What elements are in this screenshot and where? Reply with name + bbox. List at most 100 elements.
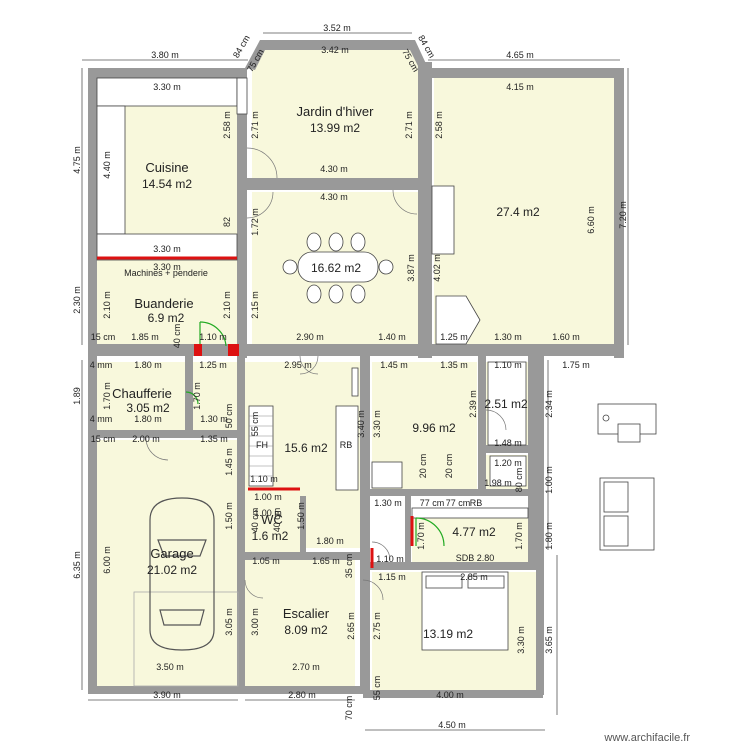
- dim-label: 2.80 m: [288, 690, 316, 700]
- dim-label: 2.10 m: [102, 291, 112, 319]
- dim-label: 1.45 m: [380, 360, 408, 370]
- dim-label: 1.72 m: [250, 208, 260, 236]
- label-sdb: SDB 2.80: [456, 553, 495, 563]
- dim-label: 15 cm: [91, 434, 116, 444]
- dim-label: 3.30 m: [153, 244, 181, 254]
- dim-label: 2.65 m: [346, 612, 356, 640]
- dim-label: 1.35 m: [440, 360, 468, 370]
- stairs: [249, 415, 273, 477]
- room-area-cuisine: 14.54 m2: [142, 177, 192, 191]
- dining-table: [282, 232, 394, 304]
- dim-label: 1.30 m: [374, 498, 402, 508]
- dim-label: 1.80 m: [544, 522, 554, 550]
- dim-label: 1.70 m: [192, 382, 202, 410]
- dim-label: 4.40 m: [102, 151, 112, 179]
- dim-label: 4.02 m: [432, 254, 442, 282]
- dim-label: 1.80 m: [134, 360, 162, 370]
- room-area-sdb: 2.51 m2: [484, 397, 528, 411]
- dim-label: 40 cm: [172, 324, 182, 349]
- dim-label: 15 cm: [91, 332, 116, 342]
- dim-label: 3.50 m: [156, 662, 184, 672]
- dim-label: 2.58 m: [434, 111, 444, 139]
- doors: [145, 147, 507, 601]
- dim-label: 1.00 m: [544, 466, 554, 494]
- dim-label: 1.30 m: [200, 414, 228, 424]
- dim-label: 1.10 m: [199, 332, 227, 342]
- dim-label: 4.75 m: [72, 146, 82, 174]
- furniture-legend: [597, 403, 657, 551]
- room-name-machines: Machines + penderie: [124, 268, 208, 278]
- dim-label: 3.05 m: [224, 608, 234, 636]
- dim-label: 1.45 m: [224, 448, 234, 476]
- dim-label: 1.50 m: [296, 502, 306, 530]
- dim-label: 1.98 m: [484, 478, 512, 488]
- room-area-escalier: 8.09 m2: [284, 623, 328, 637]
- label-rb2: RB: [470, 498, 483, 508]
- dim-label: 6.60 m: [586, 206, 596, 234]
- dim-label: 1.70 m: [514, 522, 524, 550]
- dim-label: 2.34 m: [544, 390, 554, 418]
- dim-label: 4.50 m: [438, 720, 466, 730]
- dim-label: 3.00 m: [250, 608, 260, 636]
- dim-label: 2.58 m: [222, 111, 232, 139]
- dim-label: 77 cm: [446, 498, 471, 508]
- dim-label: 3.30 m: [153, 262, 181, 272]
- room-area-wc: 1.6 m2: [252, 529, 289, 543]
- dim-label: 1.70 m: [102, 382, 112, 410]
- dim-label: 4 mm: [90, 360, 113, 370]
- walls: [88, 40, 624, 698]
- dim-label: 1.75 m: [562, 360, 590, 370]
- dim-label: 55 cm: [372, 676, 382, 701]
- dim-label: 1.48 m: [494, 438, 522, 448]
- dim-label: 1.00 m: [254, 492, 282, 502]
- dim-label: 2.30 m: [72, 286, 82, 314]
- dim-label: 2.95 m: [284, 360, 312, 370]
- room-area-bureau: 9.96 m2: [412, 421, 456, 435]
- dim-label: 3.87 m: [406, 254, 416, 282]
- dim-label: 1.05 m: [252, 556, 280, 566]
- green-doors: [185, 321, 445, 547]
- room-name-buanderie: Buanderie: [134, 296, 193, 311]
- dim-label: 77 cm: [420, 498, 445, 508]
- room-area-douche: 4.77 m2: [452, 525, 496, 539]
- dim-label: 20 cm: [418, 454, 428, 479]
- dim-label: 4.00 m: [436, 690, 464, 700]
- room-name-escalier: Escalier: [283, 606, 330, 621]
- dim-label: 3.30 m: [153, 82, 181, 92]
- dim-label: 4.30 m: [320, 164, 348, 174]
- dim-label: 4 mm: [90, 414, 113, 424]
- room-area-chambre: 13.19 m2: [423, 627, 473, 641]
- dim-label: 3.40 m: [356, 410, 366, 438]
- room-labels: Cuisine 14.54 m2 Jardin d'hiver 13.99 m2…: [112, 104, 540, 641]
- red-marker-block: [228, 344, 239, 356]
- dim-label: 2.71 m: [250, 111, 260, 139]
- dim-label: 3.42 m: [321, 45, 349, 55]
- dim-label: 1.80 m: [316, 536, 344, 546]
- room-area-chaufferie: 3.05 m2: [126, 401, 170, 415]
- dim-label: 2.90 m: [296, 332, 324, 342]
- dim-label: 70 cm: [344, 696, 354, 721]
- room-name-cuisine: Cuisine: [145, 160, 188, 175]
- label-fh: FH: [256, 440, 268, 450]
- dim-label: 2.15 m: [250, 291, 260, 319]
- dimension-labels-v: 4.75 m 4.40 m 2.58 m 2.71 m 2.71 m 2.58 …: [72, 111, 628, 720]
- dim-label: 82: [222, 217, 232, 227]
- dim-label: 1.00 m: [254, 508, 282, 518]
- room-name-chaufferie: Chaufferie: [112, 386, 172, 401]
- room-area-salle: 16.62 m2: [311, 261, 361, 275]
- dim-label: 3.80 m: [151, 50, 179, 60]
- dim-label: 2.85 m: [460, 572, 488, 582]
- dim-label: 3.90 m: [153, 690, 181, 700]
- dim-label: 1.10 m: [376, 554, 404, 564]
- car-icon: [149, 497, 215, 651]
- dim-label: 1.30 m: [494, 332, 522, 342]
- dim-label: 4.30 m: [320, 192, 348, 202]
- dim-label: 55 cm: [250, 412, 260, 437]
- credit-text: www.archifacile.fr: [604, 732, 690, 744]
- label-rb1: RB: [340, 440, 353, 450]
- dim-label: 2.75 m: [372, 612, 382, 640]
- dim-label: 40 cm: [250, 508, 260, 533]
- dim-label: 2.70 m: [292, 662, 320, 672]
- dim-label: 1.85 m: [131, 332, 159, 342]
